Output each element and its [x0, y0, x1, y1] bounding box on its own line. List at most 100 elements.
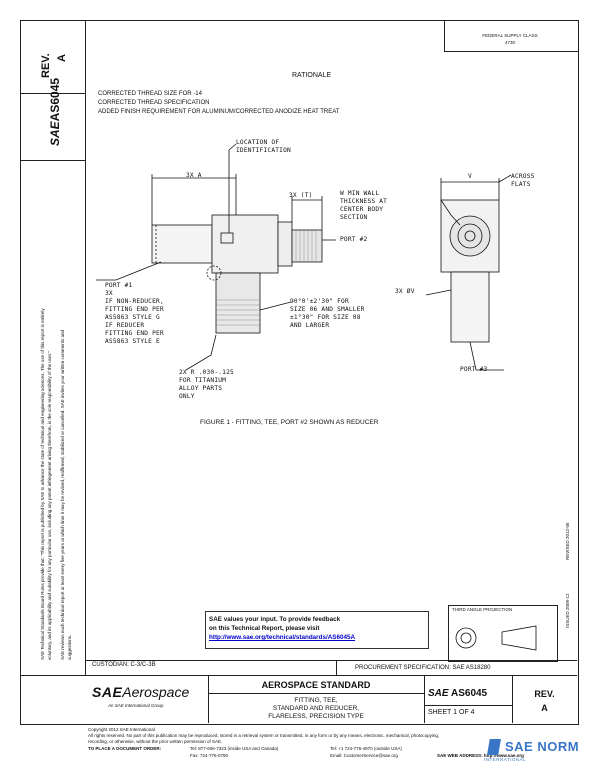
loc-id-label2: IDENTIFICATION	[236, 147, 291, 154]
angle-line3: ±1°30" FOR SIZE 08	[290, 314, 361, 321]
revised-note: REVISED 2012-06	[565, 522, 570, 560]
docnum-box-bottom-line	[20, 160, 86, 161]
tb-rev-label: REV.	[534, 689, 555, 699]
doc-title-line3: FLARELESS, PRECISION TYPE	[268, 713, 364, 720]
port3-label: PORT #3	[460, 366, 488, 373]
footer-rights2: recording, or otherwise, without the pri…	[88, 739, 223, 744]
angle-line2: SIZE 06 AND SMALLER	[290, 306, 365, 313]
min-wall1: W MIN WALL	[340, 190, 380, 197]
footer-copyright: Copyright 2012 SAE International	[88, 727, 155, 732]
footer-rights1: All rights reserved. No part of this pub…	[88, 733, 440, 738]
footer-tel2: Tel: +1 724-776-4970 (outside USA)	[330, 746, 402, 751]
rationale-line3: ADDED FINISH REQUIREMENT FOR ALUMINUM/CO…	[98, 109, 340, 115]
port2-label: PORT #2	[340, 236, 368, 243]
across-flats2: FLATS	[511, 181, 531, 188]
min-wall3: CENTER BODY	[340, 206, 384, 213]
side-notice-line4: suggestions.	[67, 634, 72, 660]
dim-v: V	[468, 173, 472, 180]
tb-line-sheet	[424, 705, 512, 706]
end-view-bottom	[450, 271, 490, 343]
dim-3xdv: 3X ØV	[395, 288, 415, 295]
stamp-box	[444, 20, 579, 52]
side-notice-line2: voluntary, and its applicability and sui…	[47, 351, 52, 660]
left-arm-body	[151, 224, 213, 264]
tb-doc-label: SAE	[428, 688, 449, 699]
angle-line4: AND LARGER	[290, 322, 330, 329]
doc-number-rotated: SAEAS6045	[48, 78, 62, 146]
feedback-link[interactable]: http://www.sae.org/technical/standards/A…	[209, 634, 356, 641]
radius-line4: ONLY	[179, 393, 195, 400]
sae-aerospace-logo: SAEAerospace	[92, 684, 189, 702]
sae-intl-text: An SAE International Group	[108, 703, 164, 708]
doc-title-line2: STANDARD AND REDUCER,	[272, 705, 360, 712]
footer-tel1: Tel: 877-606-7323 (inside USA and Canada…	[190, 746, 279, 751]
radius-line3: ALLOY PARTS	[179, 385, 223, 392]
rev-label-rotated: REV.	[40, 53, 52, 78]
loc-id-label: LOCATION OF	[236, 139, 280, 146]
figure-caption: FIGURE 1 - FITTING, TEE, PORT #2 SHOWN A…	[200, 419, 379, 426]
footer-fax: Fax: 724-776-0790	[190, 753, 229, 758]
rationale-line2: CORRECTED THREAD SPECIFICATION	[98, 100, 210, 106]
end-view-bore	[449, 215, 491, 257]
port1-line8: AS5863 STYLE E	[105, 338, 160, 345]
tb-line-main-top	[20, 675, 577, 676]
radius-line2: FOR TITANIUM	[179, 377, 227, 384]
tb-div-3	[512, 675, 513, 723]
stamp-line2: 4730	[504, 40, 515, 45]
sheet-label: SHEET 1 OF 4	[428, 709, 475, 716]
radius-line1: 2X R .030-.125	[179, 369, 234, 376]
tb-doc-number-text: AS6045	[450, 688, 488, 699]
doc-title-line1: FITTING, TEE,	[294, 697, 338, 704]
footer-web: SAE WEB ADDRESS: http://www.sae.org	[437, 753, 524, 758]
rationale-title: RATIONALE	[292, 72, 332, 79]
dim-3xt: 3X (T)	[289, 192, 313, 199]
watermark: SAE NORM	[505, 739, 580, 754]
port1-line5: AS5863 STYLE G	[105, 314, 160, 321]
issued-note: ISSUED 2009-12	[565, 593, 570, 628]
watermark-sub: INTERNATIONAL	[484, 757, 527, 762]
sae-logo-text: SAE	[92, 684, 123, 700]
port1-line6: IF REDUCER	[105, 322, 145, 329]
projection-symbol	[455, 625, 537, 651]
feedback-box	[205, 611, 429, 649]
right-arm-hex	[277, 221, 293, 267]
across-flats1: ACROSS	[511, 173, 535, 180]
tb-div-1	[208, 675, 209, 723]
feedback-line2: on this Technical Report, please visit	[209, 625, 320, 632]
fitting-drawing	[96, 143, 512, 371]
left-divider	[85, 20, 86, 675]
center-body	[211, 214, 279, 274]
rev-value-rotated: A	[56, 54, 68, 62]
min-wall4: SECTION	[340, 214, 368, 221]
tb-line-custodian-top	[86, 660, 577, 661]
angle-line1: 90°0'±2'30" FOR	[290, 298, 349, 305]
id-location-mark	[220, 232, 234, 244]
tb-div-2	[424, 675, 425, 723]
aerospace-standard: AEROSPACE STANDARD	[261, 680, 371, 690]
outer-frame	[20, 20, 579, 725]
tb-rev-value: A	[541, 703, 548, 713]
radius-detail	[206, 265, 222, 281]
port1-line7: FITTING END PER	[105, 330, 164, 337]
watermark-icon	[487, 739, 501, 755]
min-wall2: THICKNESS AT	[340, 198, 388, 205]
procurement: PROCUREMENT SPECIFICATION: SAE AS18280	[355, 665, 491, 671]
dim-3xa: 3X A	[186, 172, 202, 179]
bottom-arm	[215, 272, 261, 334]
projection-label: THIRD ANGLE PROJECTION	[452, 607, 513, 612]
feedback-line1: SAE values your input. To provide feedba…	[209, 616, 341, 623]
tb-procure-divider	[336, 660, 337, 675]
projection-box	[448, 605, 558, 662]
doc-number-rotated-text: AS6045	[48, 77, 62, 122]
side-notice-line1: SAE Technical Standards Board Rules prov…	[40, 308, 45, 660]
right-arm-thread	[291, 229, 323, 263]
rationale-line1: CORRECTED THREAD SIZE FOR -14	[98, 91, 202, 97]
doc-prefix-rotated: SAE	[48, 121, 62, 146]
tb-line-standard	[208, 693, 424, 694]
stamp-line1: FEDERAL SUPPLY CLASS	[482, 33, 538, 38]
footer-email: Email: CustomerService@sae.org	[330, 753, 398, 758]
aerospace-text: Aerospace	[122, 684, 190, 700]
port1-line3: IF NON-REDUCER,	[105, 298, 164, 305]
port1-line2: 3X	[105, 290, 113, 297]
footer-order-label: TO PLACE A DOCUMENT ORDER:	[88, 746, 162, 751]
